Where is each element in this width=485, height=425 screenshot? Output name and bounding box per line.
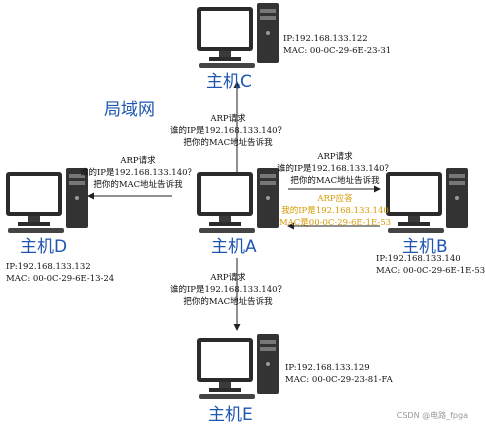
- msg-line: 谁的IP是192.168.133.140？: [169, 285, 287, 295]
- host-a-label: 主机A: [211, 237, 257, 257]
- host-c-info: IP:192.168.133.122 MAC: 00-0C-29-6E-23-3…: [283, 33, 391, 57]
- connection-lines: [87, 81, 381, 331]
- msg-line: 我的IP是192.168.133.140: [281, 206, 389, 216]
- host-c-label: 主机C: [206, 72, 252, 92]
- msg-line: ARP请求: [120, 156, 156, 166]
- host-b-ip: IP:192.168.133.140: [376, 254, 461, 264]
- msg-line: 把你的MAC地址告诉我: [183, 138, 273, 148]
- host-b-mac: MAC: 00-0C-29-6E-1E-53: [376, 266, 485, 276]
- host-d-mac: MAC: 00-0C-29-6E-13-24: [6, 274, 115, 284]
- watermark: CSDN @电路_fpga: [396, 411, 468, 420]
- computer-c-icon: [197, 3, 279, 68]
- msg-line: 把你的MAC地址告诉我: [183, 297, 273, 307]
- arp-request-to-e: ARP请求 谁的IP是192.168.133.140？ 把你的MAC地址告诉我: [168, 272, 288, 308]
- host-b-label: 主机B: [402, 237, 448, 257]
- computer-e-icon: [197, 334, 279, 399]
- computer-d-icon: [6, 168, 88, 233]
- msg-line: 谁的IP是192.168.133.140？: [169, 126, 287, 136]
- arp-reply-from-b: ARP应答 我的IP是192.168.133.140 MAC是00-0C-29-…: [278, 193, 392, 229]
- host-d-ip: IP:192.168.133.132: [6, 262, 91, 272]
- arp-request-to-c: ARP请求 谁的IP是192.168.133.140？ 把你的MAC地址告诉我: [168, 113, 288, 149]
- network-label: 局域网: [104, 100, 155, 120]
- host-e-label: 主机E: [208, 405, 253, 425]
- host-d-info: IP:192.168.133.132 MAC: 00-0C-29-6E-13-2…: [6, 261, 114, 285]
- host-c-ip: IP:192.168.133.122: [283, 34, 368, 44]
- msg-line: MAC是00-0C-29-6E-1E-53: [278, 218, 392, 228]
- host-e-ip: IP:192.168.133.129: [285, 363, 370, 373]
- computer-a-icon: [197, 168, 279, 233]
- msg-line: ARP请求: [210, 114, 246, 124]
- host-c-mac: MAC: 00-0C-29-6E-23-31: [283, 46, 392, 56]
- host-e-mac: MAC: 00-0C-29-23-81-FA: [285, 375, 393, 385]
- msg-line: 谁的IP是192.168.133.140？: [276, 164, 394, 174]
- host-e-info: IP:192.168.133.129 MAC: 00-0C-29-23-81-F…: [285, 362, 393, 386]
- computer-b-icon: [386, 168, 468, 233]
- arp-request-to-d: ARP请求 谁的IP是192.168.133.140？ 把你的MAC地址告诉我: [78, 155, 198, 191]
- arp-request-to-b: ARP请求 谁的IP是192.168.133.140？ 把你的MAC地址告诉我: [275, 151, 395, 187]
- msg-line: 谁的IP是192.168.133.140？: [79, 168, 197, 178]
- msg-line: 把你的MAC地址告诉我: [93, 180, 183, 190]
- msg-line: ARP请求: [317, 152, 353, 162]
- host-b-info: IP:192.168.133.140 MAC: 00-0C-29-6E-1E-5…: [376, 253, 485, 277]
- msg-line: 把你的MAC地址告诉我: [290, 176, 380, 186]
- host-d-label: 主机D: [20, 237, 68, 257]
- msg-line: ARP请求: [210, 273, 246, 283]
- msg-line: ARP应答: [317, 194, 353, 204]
